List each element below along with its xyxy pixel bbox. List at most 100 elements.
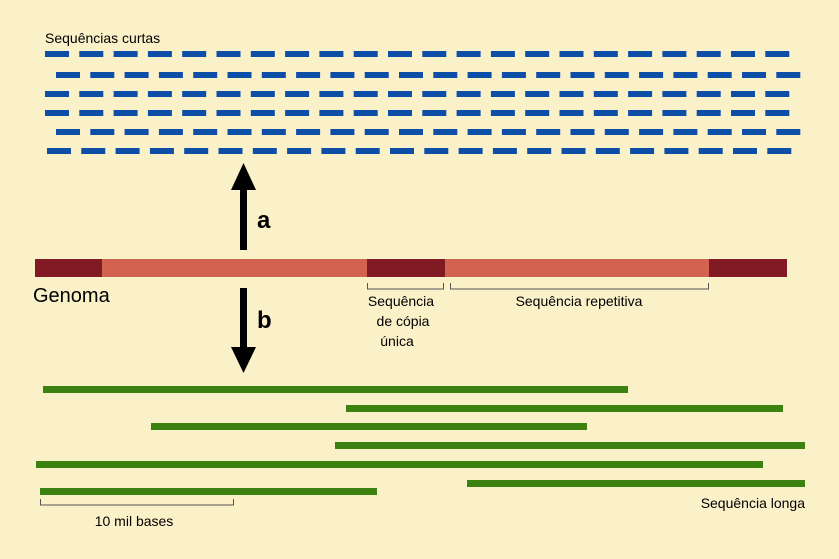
short-read: [662, 110, 687, 116]
short-read: [227, 72, 252, 78]
short-read: [79, 91, 104, 97]
short-read: [113, 51, 138, 57]
long-read: [151, 423, 587, 430]
short-read: [45, 51, 69, 57]
short-read: [56, 72, 80, 78]
short-read: [285, 51, 310, 57]
short-read: [776, 72, 801, 78]
short-read: [456, 110, 481, 116]
short-read: [296, 72, 321, 78]
short-read: [47, 148, 71, 154]
repetitive-seq-bracket: [450, 283, 709, 290]
short-read: [399, 72, 423, 78]
genome-repeat-segment: [102, 259, 367, 277]
genome-unique-segment: [709, 259, 787, 277]
short-read: [218, 148, 243, 154]
long-reads-group: [36, 386, 805, 495]
short-read: [250, 110, 275, 116]
short-read: [707, 129, 732, 135]
repetitive-seq-label: Sequência repetitiva: [516, 293, 643, 309]
short-read: [285, 91, 310, 97]
short-read: [456, 51, 481, 57]
short-read: [570, 72, 595, 78]
arrow-up-icon: [231, 163, 256, 250]
short-read: [79, 110, 104, 116]
short-read: [115, 148, 140, 154]
short-read: [184, 148, 209, 154]
short-read: [604, 72, 629, 78]
genome-brackets: [367, 283, 709, 290]
short-read: [319, 51, 344, 57]
short-read: [321, 148, 346, 154]
short-read: [158, 72, 183, 78]
short-read: [559, 110, 584, 116]
long-read: [467, 480, 805, 487]
short-read: [527, 148, 552, 154]
short-read: [330, 129, 355, 135]
short-read: [628, 51, 653, 57]
short-read: [628, 110, 653, 116]
short-read: [147, 110, 172, 116]
unique-seq-label-line3: única: [380, 333, 414, 349]
long-read: [36, 461, 763, 468]
short-read: [731, 110, 755, 116]
short-read: [559, 91, 584, 97]
short-read: [250, 51, 275, 57]
short-read: [319, 110, 344, 116]
short-read: [79, 51, 104, 57]
short-read: [364, 72, 389, 78]
short-read: [45, 110, 69, 116]
short-read: [628, 91, 653, 97]
short-read: [250, 91, 275, 97]
short-read: [696, 51, 721, 57]
short-read: [399, 129, 423, 135]
short-read: [604, 129, 629, 135]
genome-unique-segment: [367, 259, 445, 277]
short-read: [776, 129, 801, 135]
long-read: [335, 442, 805, 449]
short-read: [742, 72, 766, 78]
short-read: [639, 72, 664, 78]
short-read: [467, 72, 492, 78]
short-read: [593, 91, 618, 97]
short-read: [388, 110, 412, 116]
short-read: [765, 91, 790, 97]
short-read: [595, 148, 620, 154]
arrow-b-label: b: [257, 307, 272, 334]
genome-unique-segment: [35, 259, 102, 277]
short-read: [731, 91, 755, 97]
short-read: [56, 129, 80, 135]
short-read: [45, 91, 69, 97]
short-read: [424, 148, 449, 154]
genome-label: Genoma: [33, 285, 111, 307]
scale-bar-label: 10 mil bases: [95, 513, 174, 529]
short-read: [422, 110, 447, 116]
short-read: [561, 148, 586, 154]
short-read: [287, 148, 312, 154]
unique-seq-label-line1: Sequência: [368, 293, 434, 309]
short-read: [81, 148, 106, 154]
short-read: [364, 129, 389, 135]
short-read: [570, 129, 595, 135]
short-read: [593, 51, 618, 57]
short-read: [673, 72, 698, 78]
short-read: [673, 129, 698, 135]
short-read: [593, 110, 618, 116]
short-read: [216, 51, 241, 57]
short-read: [388, 51, 412, 57]
short-read: [662, 51, 687, 57]
short-reads-group: Sequências curtas: [45, 30, 801, 154]
short-reads-label: Sequências curtas: [45, 30, 160, 46]
short-read: [330, 72, 355, 78]
short-read: [261, 129, 286, 135]
short-read: [501, 129, 526, 135]
short-read: [630, 148, 655, 154]
short-read: [353, 91, 378, 97]
short-read: [492, 148, 517, 154]
short-read: [147, 91, 172, 97]
short-read: [765, 51, 790, 57]
short-read: [696, 110, 721, 116]
short-read: [433, 129, 458, 135]
short-read: [525, 91, 550, 97]
